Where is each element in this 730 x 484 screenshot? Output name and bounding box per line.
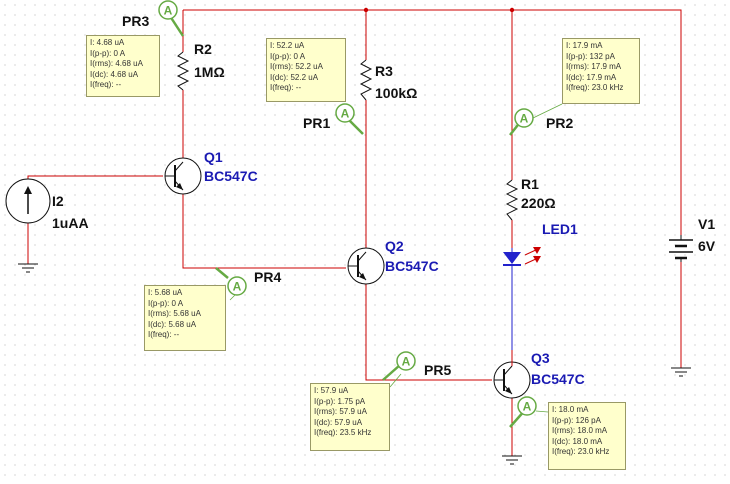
reading-line: I(rms): 17.9 mA [566, 62, 622, 71]
reading-line: I(freq): -- [270, 83, 302, 92]
svg-text:A: A [523, 400, 532, 414]
svg-text:A: A [341, 107, 350, 121]
probe-q3e-readings: I: 18.0 mA I(p-p): 126 pA I(rms): 18.0 m… [548, 402, 626, 470]
svg-text:A: A [402, 355, 411, 369]
probe-pr3-readings: I: 4.68 uA I(p-p): 0 A I(rms): 4.68 uA I… [86, 35, 160, 97]
label-i2-name: I2 [52, 193, 64, 209]
junction-dot [509, 7, 515, 13]
reading-line: I: 17.9 mA [566, 41, 603, 50]
label-led1: LED1 [542, 221, 578, 237]
reading-line: I(dc): 4.68 uA [90, 69, 139, 79]
transistor-q3[interactable] [493, 361, 531, 399]
reading-line: I(dc): 57.9 uA [314, 417, 363, 427]
svg-text:A: A [520, 112, 529, 126]
label-pr1: PR1 [303, 115, 331, 131]
label-q2-model: BC547C [385, 258, 439, 274]
reading-line: I(freq): 23.5 kHz [314, 428, 372, 437]
probe-pr1-readings: I: 52.2 uA I(p-p): 0 A I(rms): 52.2 uA I… [266, 38, 346, 102]
led-1[interactable] [503, 247, 541, 350]
resistor-r2[interactable] [176, 51, 190, 91]
label-q2-name: Q2 [385, 238, 404, 254]
wire-q1-emitter-q2-base [182, 193, 346, 269]
reading-line: I(freq): 23.0 kHz [566, 83, 624, 92]
reading-line: I: 4.68 uA [90, 38, 125, 47]
reading-line: I: 57.9 uA [314, 386, 349, 395]
reading-line: I(p-p): 0 A [90, 48, 126, 58]
reading-line: I(p-p): 0 A [270, 51, 306, 61]
probe-pointer-lines [229, 103, 563, 413]
wire-i2-q1-base [27, 175, 163, 179]
reading-line: I(p-p): 126 pA [552, 415, 601, 425]
probe-pr2-readings: I: 17.9 mA I(p-p): 132 pA I(rms): 17.9 m… [562, 38, 640, 104]
reading-line: I(rms): 5.68 uA [148, 309, 201, 318]
reading-line: I(freq): -- [148, 330, 180, 339]
label-q1-model: BC547C [204, 168, 258, 184]
reading-line: I(rms): 4.68 uA [90, 59, 143, 68]
probe-pr2-icon[interactable]: A [514, 108, 534, 128]
svg-text:A: A [164, 4, 173, 18]
resistor-r3[interactable] [359, 59, 373, 101]
svg-text:A: A [233, 280, 242, 294]
reading-line: I(dc): 52.2 uA [270, 72, 319, 82]
reading-line: I: 18.0 mA [552, 405, 589, 414]
wire-top-rail [183, 9, 682, 235]
label-pr3: PR3 [122, 13, 150, 29]
label-r3-name: R3 [375, 63, 393, 79]
probe-q3e-icon[interactable]: A [517, 396, 537, 416]
label-r2-name: R2 [194, 41, 212, 57]
current-source-i2[interactable] [5, 178, 51, 224]
resistor-r1[interactable] [505, 179, 519, 221]
reading-line: I(dc): 17.9 mA [566, 72, 617, 82]
reading-line: I(dc): 5.68 uA [148, 319, 197, 329]
transistor-q2[interactable] [347, 247, 385, 285]
label-r2-value: 1MΩ [194, 64, 225, 80]
reading-line: I(rms): 57.9 uA [314, 407, 367, 416]
label-r3-value: 100kΩ [375, 85, 418, 101]
label-q3-name: Q3 [531, 350, 550, 366]
probe-pr5-icon[interactable]: A [396, 351, 416, 371]
reading-line: I(p-p): 1.75 pA [314, 396, 366, 406]
battery-v1[interactable] [669, 235, 693, 262]
reading-line: I: 5.68 uA [148, 288, 183, 297]
ground-symbol-i2 [18, 263, 38, 273]
reading-line: I(freq): 23.0 kHz [552, 447, 610, 456]
probe-pr5-readings: I: 57.9 uA I(p-p): 1.75 pA I(rms): 57.9 … [310, 383, 390, 451]
label-v1-name: V1 [698, 216, 716, 232]
probe-pr1-icon[interactable]: A [335, 103, 355, 123]
transistor-q1[interactable] [164, 157, 202, 195]
wire-q2-emitter-q3-base [365, 283, 492, 381]
reading-line: I: 52.2 uA [270, 41, 305, 50]
label-v1-value: 6V [698, 238, 716, 254]
reading-line: I(dc): 18.0 mA [552, 436, 603, 446]
ground-symbol-v1 [671, 367, 691, 377]
reading-line: I(freq): -- [90, 80, 122, 89]
label-r1-value: 220Ω [521, 195, 556, 211]
label-pr2: PR2 [546, 115, 574, 131]
label-pr4: PR4 [254, 269, 282, 285]
junction-dot [363, 7, 369, 13]
label-q3-model: BC547C [531, 371, 585, 387]
probe-pr4-icon[interactable]: A [227, 276, 247, 296]
reading-line: I(rms): 52.2 uA [270, 62, 323, 71]
label-pr5: PR5 [424, 362, 452, 378]
reading-line: I(p-p): 132 pA [566, 51, 615, 61]
label-r1-name: R1 [521, 176, 539, 192]
label-i2-value: 1uAA [52, 215, 89, 231]
ground-symbol-q3 [502, 455, 522, 465]
wires [27, 9, 682, 456]
probe-pr4-readings: I: 5.68 uA I(p-p): 0 A I(rms): 5.68 uA I… [144, 285, 226, 351]
reading-line: I(p-p): 0 A [148, 298, 184, 308]
label-q1-name: Q1 [204, 149, 223, 165]
probe-pr3-icon[interactable]: A [158, 0, 178, 20]
reading-line: I(rms): 18.0 mA [552, 426, 608, 435]
